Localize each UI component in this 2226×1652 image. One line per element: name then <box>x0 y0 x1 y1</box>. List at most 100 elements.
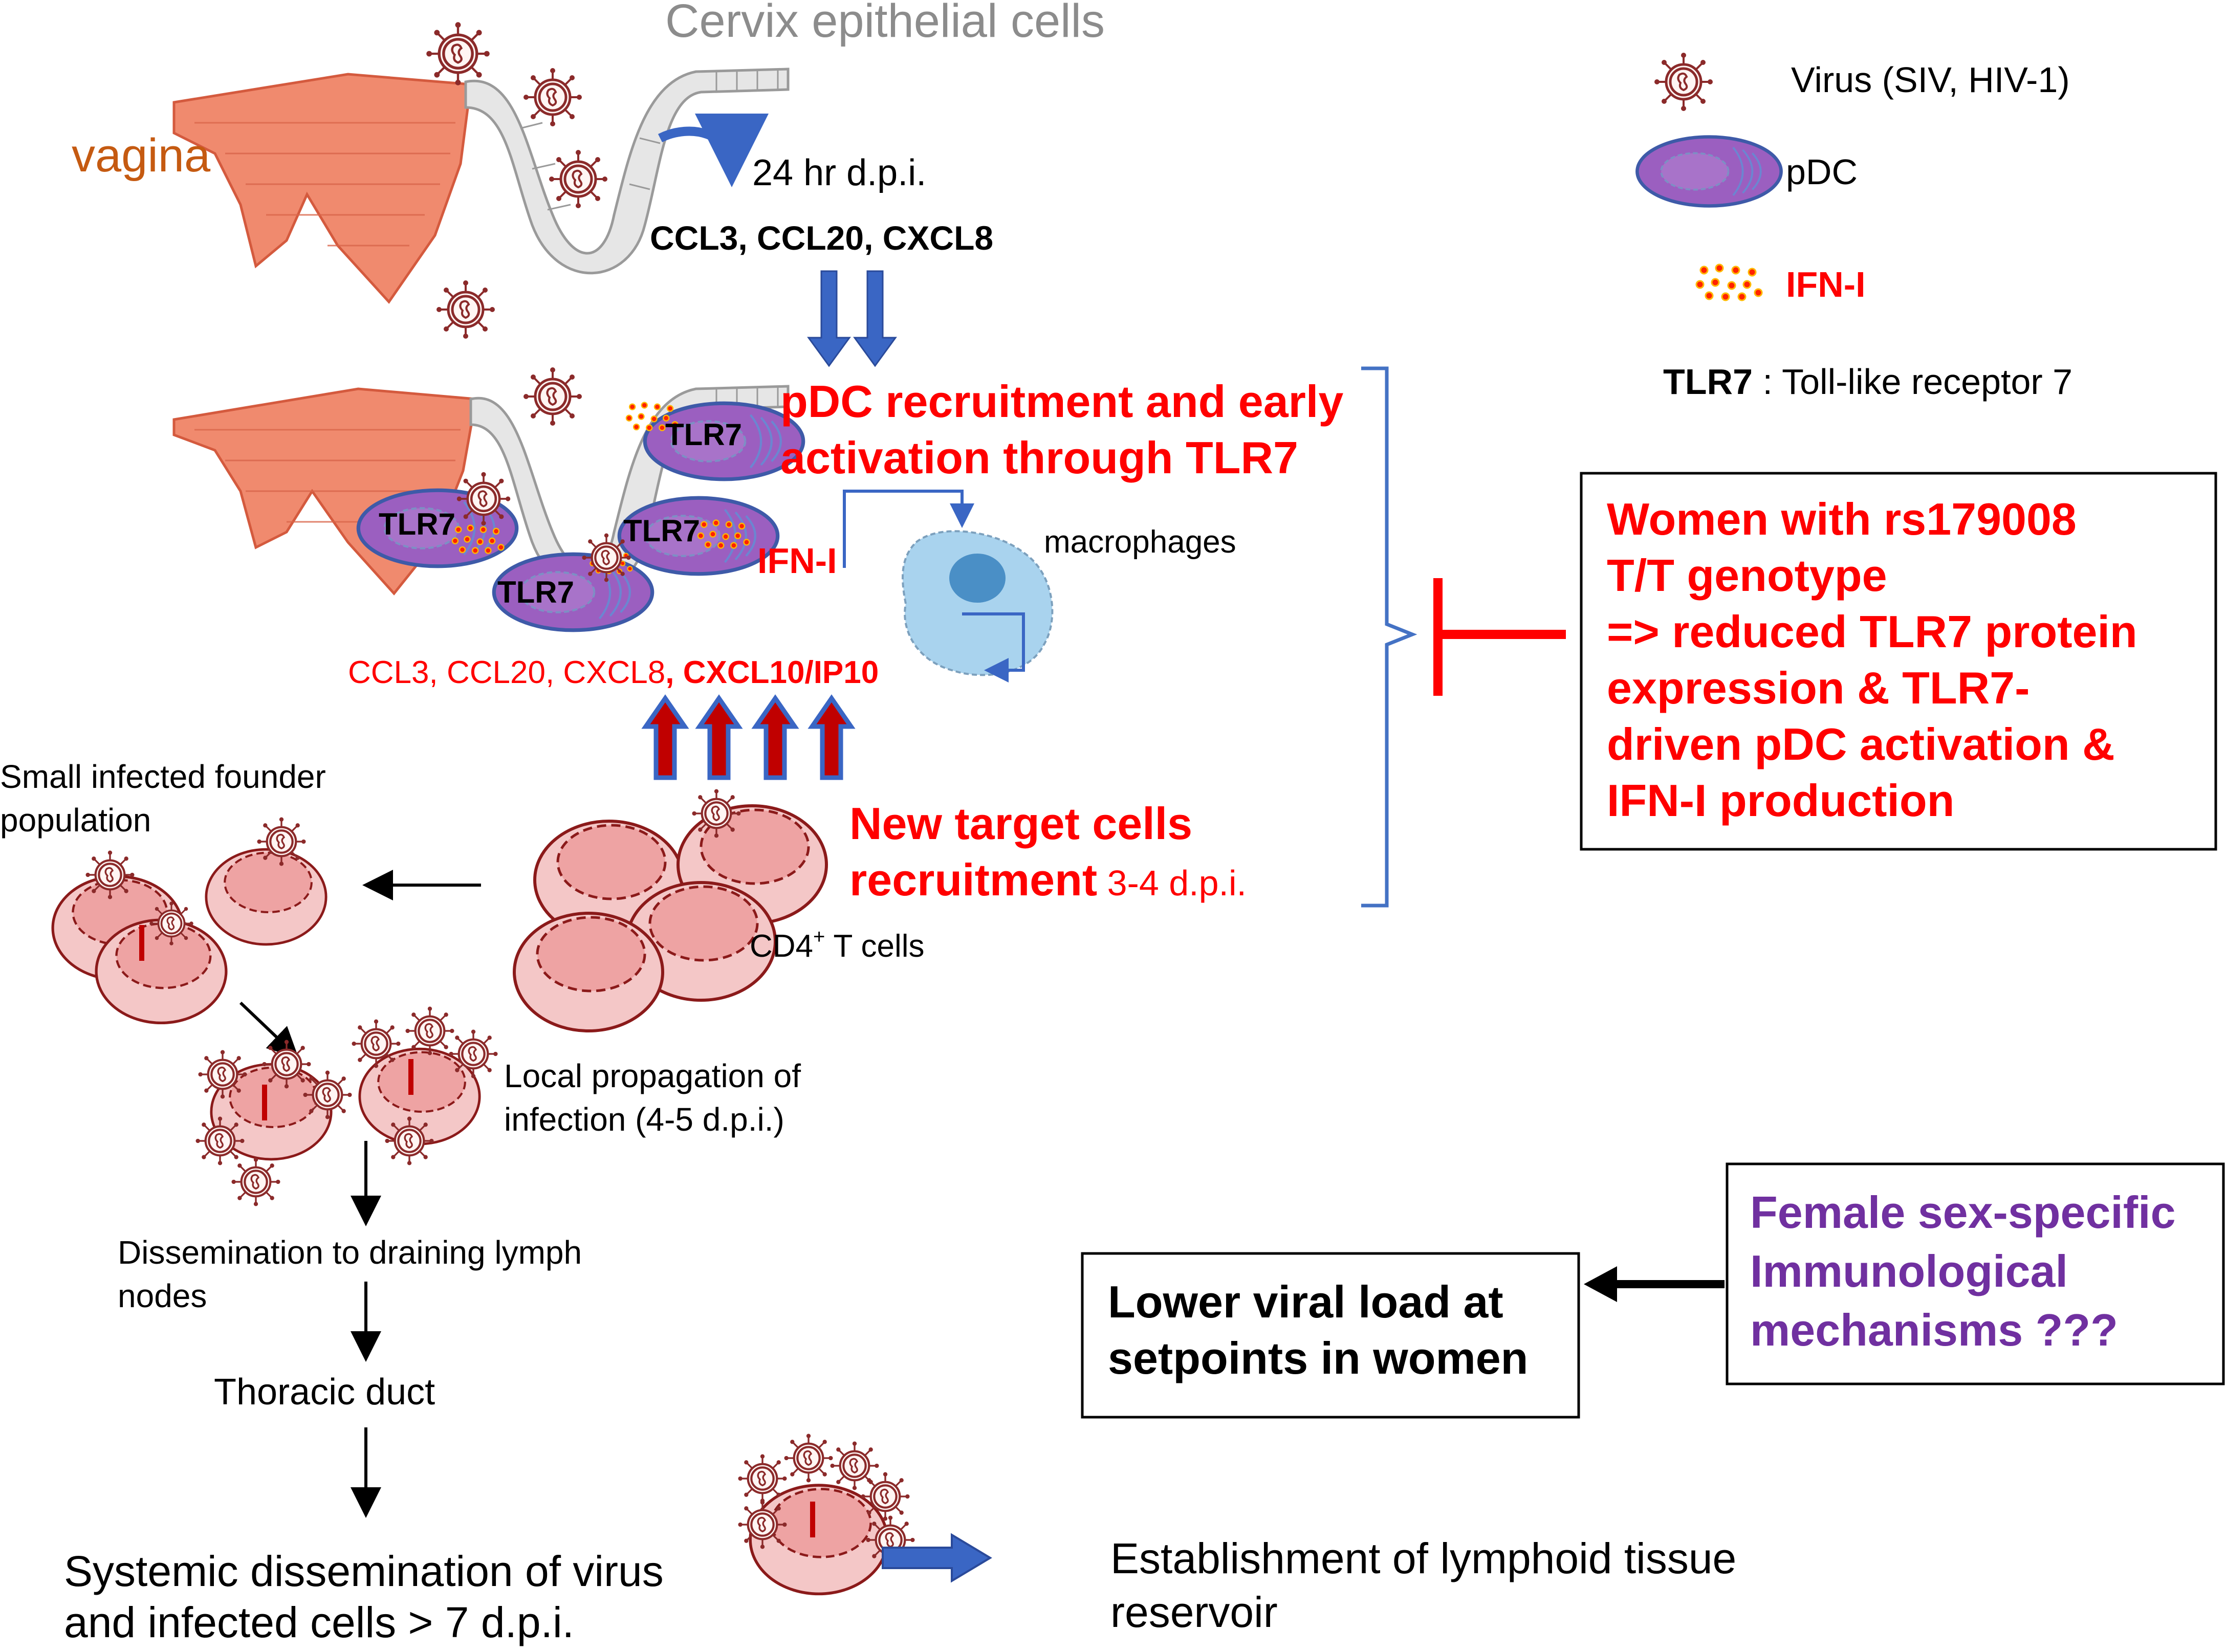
cd4-sup: + <box>813 926 825 948</box>
macrophage-cell <box>902 530 1054 676</box>
systemic-line1: Systemic dissemination of virus <box>64 1547 664 1595</box>
bracket <box>1361 366 1417 908</box>
women-line: IFN-I production <box>1607 775 1954 826</box>
pdc-recruitment-line2: activation through TLR7 <box>780 432 1298 483</box>
ifn-i-label: IFN-I <box>757 541 837 581</box>
new-target-days: 3-4 d.p.i. <box>1097 863 1247 903</box>
macrophage-to-chemokines-arrow <box>962 612 1025 682</box>
reservoir-line2: reservoir <box>1110 1588 1278 1636</box>
cervix-label: Cervix epithelial cells <box>665 0 1105 47</box>
small-founder-line2: population <box>0 802 151 839</box>
virus-icon <box>861 1472 910 1521</box>
women-box <box>1580 472 2217 851</box>
integration-mark <box>408 1059 413 1095</box>
systemic-line2: and infected cells > 7 d.p.i. <box>64 1598 574 1646</box>
pdc-cell: TLR7 <box>494 550 652 630</box>
founder-to-local-arrow <box>239 1001 299 1059</box>
virus-icon <box>385 1117 434 1165</box>
integration-mark <box>139 925 144 961</box>
local-prop-line1: Local propagation of <box>504 1058 801 1094</box>
legend-virus-icon <box>1654 53 1713 111</box>
macrophages-label: macrophages <box>1044 524 1236 560</box>
cd4-cell <box>206 849 326 944</box>
virus-icon <box>549 150 607 208</box>
virus-icon <box>692 789 741 838</box>
cd4-suffix: T cells <box>825 929 924 964</box>
virus-icon <box>232 1158 280 1206</box>
vagina-label: vagina <box>72 129 211 182</box>
thoracic-label: Thoracic duct <box>214 1372 435 1413</box>
virus-icon <box>86 851 135 899</box>
women-line: expression & TLR7- <box>1607 663 2029 713</box>
virus-icon <box>738 1501 787 1549</box>
up-arrows <box>641 694 856 780</box>
new-target-line2: recruitment 3-4 d.p.i. <box>849 854 1247 905</box>
small-founder-line1: Small infected founder <box>0 758 326 795</box>
cd4-cell <box>96 920 226 1023</box>
women-line: T/T genotype <box>1607 550 1887 601</box>
virus-icon <box>406 1007 454 1055</box>
new-target-bold: recruitment <box>849 854 1097 905</box>
women-line: => reduced TLR7 protein <box>1607 606 2137 657</box>
tlr7-label: TLR7 <box>665 417 742 452</box>
pdc-cell: TLR7 <box>358 490 516 566</box>
virus-icon <box>426 22 490 85</box>
women-line: Women with rs179008 <box>1607 494 2077 544</box>
chemokines-top-label: CCL3, CCL20, CXCL8 <box>650 219 993 257</box>
reservoir-arrow <box>882 1533 992 1583</box>
female-line: Female sex-specific <box>1750 1187 2176 1238</box>
virus-icon <box>582 534 631 582</box>
pdc-cell: TLR7 <box>625 403 803 479</box>
virus-icon <box>303 1071 352 1119</box>
virus-icon <box>199 1050 247 1099</box>
tlr7-label: TLR7 <box>379 507 455 541</box>
lower-line: setpoints in women <box>1108 1333 1528 1383</box>
tlr7-label: TLR7 <box>623 514 700 548</box>
dissem-line1: Dissemination to draining lymph <box>118 1234 582 1271</box>
integration-mark <box>810 1502 815 1537</box>
virus-icon <box>738 1455 787 1503</box>
legend-tlr7-desc: : Toll-like receptor 7 <box>1753 362 2072 402</box>
integration-mark <box>262 1085 267 1120</box>
female-box-text: Female sex-specific Immunological mechan… <box>1750 1187 2176 1355</box>
chemokines-mid-regular: CCL3, CCL20, CXCL8 <box>348 655 665 690</box>
legend-ifn-icon <box>1695 263 1763 301</box>
lower-viral-box <box>1081 1252 1580 1419</box>
chemokines-mid-label: CCL3, CCL20, CXCL8, CXCL10/IP10 <box>348 655 879 690</box>
female-box <box>1726 1162 2225 1385</box>
virus-icon <box>784 1434 833 1483</box>
virus-icon <box>457 472 511 526</box>
legend-virus-label: Virus (SIV, HIV-1) <box>1791 60 2070 100</box>
women-line: driven pDC activation & <box>1607 719 2115 769</box>
virus-icon <box>196 1117 245 1165</box>
down-arrows <box>807 270 897 367</box>
legend-tlr7-bold: TLR7 <box>1663 362 1753 402</box>
virus-icon <box>523 367 582 426</box>
legend-pdc-label: pDC <box>1786 152 1858 192</box>
lower-line: Lower viral load at <box>1108 1276 1503 1327</box>
local-prop-line2: infection (4-5 d.p.i.) <box>504 1101 784 1138</box>
cd4-prefix: CD4 <box>750 929 813 964</box>
virus-icon <box>437 280 495 339</box>
virus-icon <box>148 900 194 946</box>
chemokines-mid-bold: , CXCL10/IP10 <box>665 655 879 690</box>
top-tissue <box>172 68 790 304</box>
virus-icon <box>449 1030 498 1078</box>
pdc-recruitment-line1: pDC recruitment and early <box>780 376 1343 427</box>
ifn-to-macrophage-arrow <box>843 490 974 568</box>
legend-pdc-icon <box>1637 137 1781 206</box>
female-to-lower-arrowhead <box>1584 1266 1617 1302</box>
new-target-line1: New target cells <box>849 798 1192 849</box>
legend-tlr7: TLR7 : Toll-like receptor 7 <box>1663 362 2072 402</box>
hr24-label: 24 hr d.p.i. <box>752 152 926 193</box>
virus-icon <box>523 68 582 126</box>
reservoir-line1: Establishment of lymphoid tissue <box>1110 1534 1736 1582</box>
cd4-cell <box>514 913 663 1031</box>
female-line: mechanisms ??? <box>1750 1305 2118 1355</box>
dissem-line2: nodes <box>118 1277 207 1314</box>
virus-icon <box>257 818 306 866</box>
inhibition-symbol <box>1433 578 1566 696</box>
legend-ifn-label: IFN-I <box>1786 265 1866 304</box>
pdc-cell: TLR7 <box>619 498 777 574</box>
